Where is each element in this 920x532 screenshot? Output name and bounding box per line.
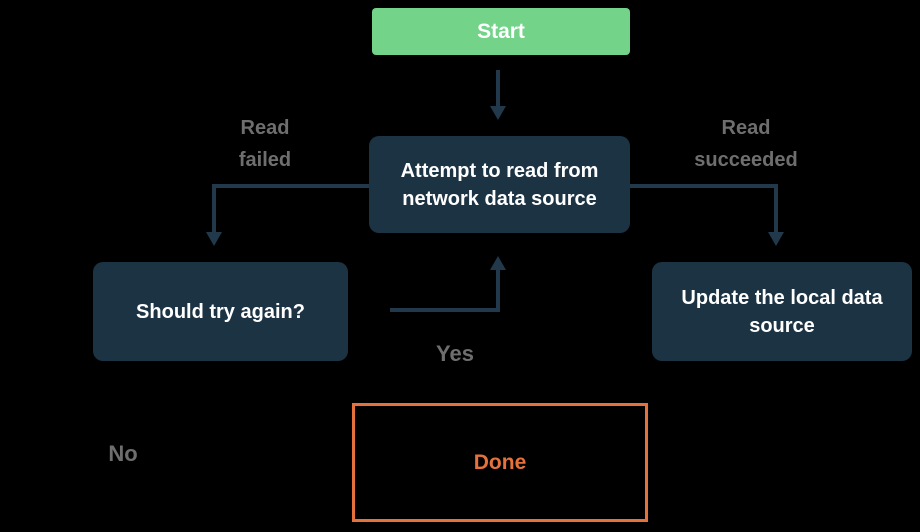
arrow-head-up-icon [490,256,506,270]
start-node: Start [372,8,630,55]
edge-label-line: Read [721,117,771,139]
edge-label-no: No [108,441,138,466]
arrow-head-down-icon [768,232,784,246]
arrow-line [496,70,500,107]
arrow-line [212,184,369,188]
edge-label-yes: Yes [436,341,474,366]
edge-label-line: Read [240,117,290,139]
attempt-node: Attempt to read from network data source [369,136,630,233]
update-node: Update the local data source [652,262,912,361]
edge-label-line: succeeded [694,149,798,171]
edge-label-read-succeeded: Read succeeded [666,112,826,176]
should-try-node: Should try again? [93,262,348,361]
arrow-line [390,308,500,312]
done-node: Done [352,403,648,522]
edge-label-line: failed [238,149,292,171]
arrow-head-down-icon [206,232,222,246]
arrow-line [212,184,216,232]
arrow-line [630,184,778,188]
arrow-line [496,270,500,312]
arrow-head-down-icon [490,106,506,120]
arrow-line [774,184,778,232]
edge-label-read-failed: Read failed [195,112,335,176]
